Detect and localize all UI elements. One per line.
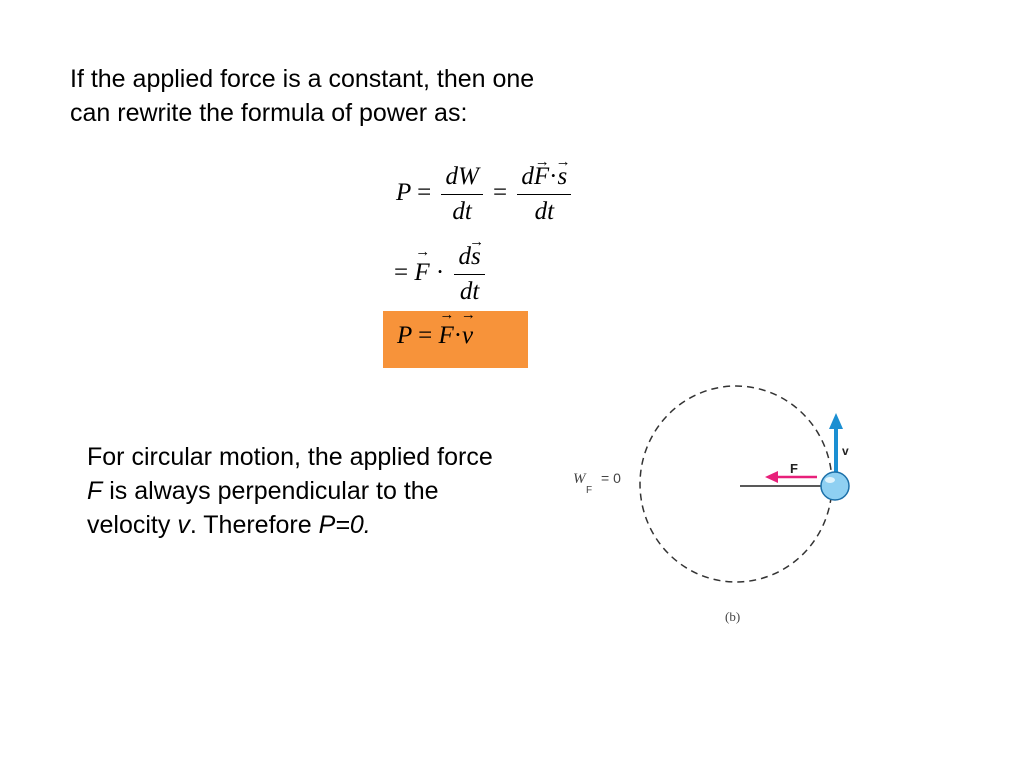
dot-operator: · [435,259,445,287]
displacement-vector: s [557,160,567,194]
conclusion-text: P=0. [318,511,371,539]
force-label: F [790,461,798,476]
intro-text: If the applied force is a constant, then… [70,62,630,130]
moving-ball [820,471,850,501]
therefore-text: . Therefore [189,511,312,539]
fraction-dw-dt: dW dt [441,160,483,229]
ball-highlight [825,477,835,483]
velocity-vector: v [462,322,473,350]
force-vector: F [414,259,429,287]
force-symbol: F [87,477,103,505]
numerator-ds: ds [454,240,485,275]
equals-sign: = [493,179,508,207]
d-symbol: d [521,163,534,190]
force-vector: F [438,322,453,350]
equals-sign: = [418,322,433,349]
circular-line-1: For circular motion, the applied force [87,443,493,471]
highlighted-equation-box: P = F·v [383,311,528,368]
circular-motion-text: For circular motion, the applied force F… [87,440,557,542]
fraction-dfs-dt: dF·s dt [517,160,572,229]
d-symbol: d [458,243,471,270]
circular-path [639,385,833,583]
fraction-ds-dt: ds dt [454,240,485,309]
velocity-symbol: v [177,511,190,539]
velocity-arrowhead [829,413,843,429]
diagram-caption: (b) [725,609,740,624]
equals-sign: = [417,179,432,207]
work-label: W [573,471,587,487]
dot-operator: · [453,322,463,349]
numerator-dfs: dF·s [517,160,572,195]
power-equation-2: = F · ds dt [394,240,489,309]
force-vector: F [534,160,549,194]
intro-line-1: If the applied force is a constant, then… [70,65,535,93]
power-symbol: P [397,322,412,349]
dot-operator: · [549,163,558,190]
work-subscript: F [586,485,592,496]
force-arrowhead [765,471,778,483]
circular-line-3: velocity [87,511,171,539]
power-equation-3: P = F·v [397,322,473,350]
power-symbol: P [396,179,411,207]
velocity-label: v [842,444,849,458]
numerator-dw: dW [441,160,483,195]
displacement-vector: s [471,240,481,274]
denominator-dt: dt [459,278,480,305]
denominator-dt: dt [534,198,555,225]
circular-line-2: is always perpendicular to the [109,477,439,505]
denominator-dt: dt [452,198,472,225]
circular-motion-diagram: F v W F = 0 (b) [573,385,850,624]
work-value: = 0 [601,470,621,486]
equals-sign: = [394,259,409,287]
intro-line-2: can rewrite the formula of power as: [70,99,468,127]
power-equation-1: P = dW dt = dF·s dt [396,160,575,229]
